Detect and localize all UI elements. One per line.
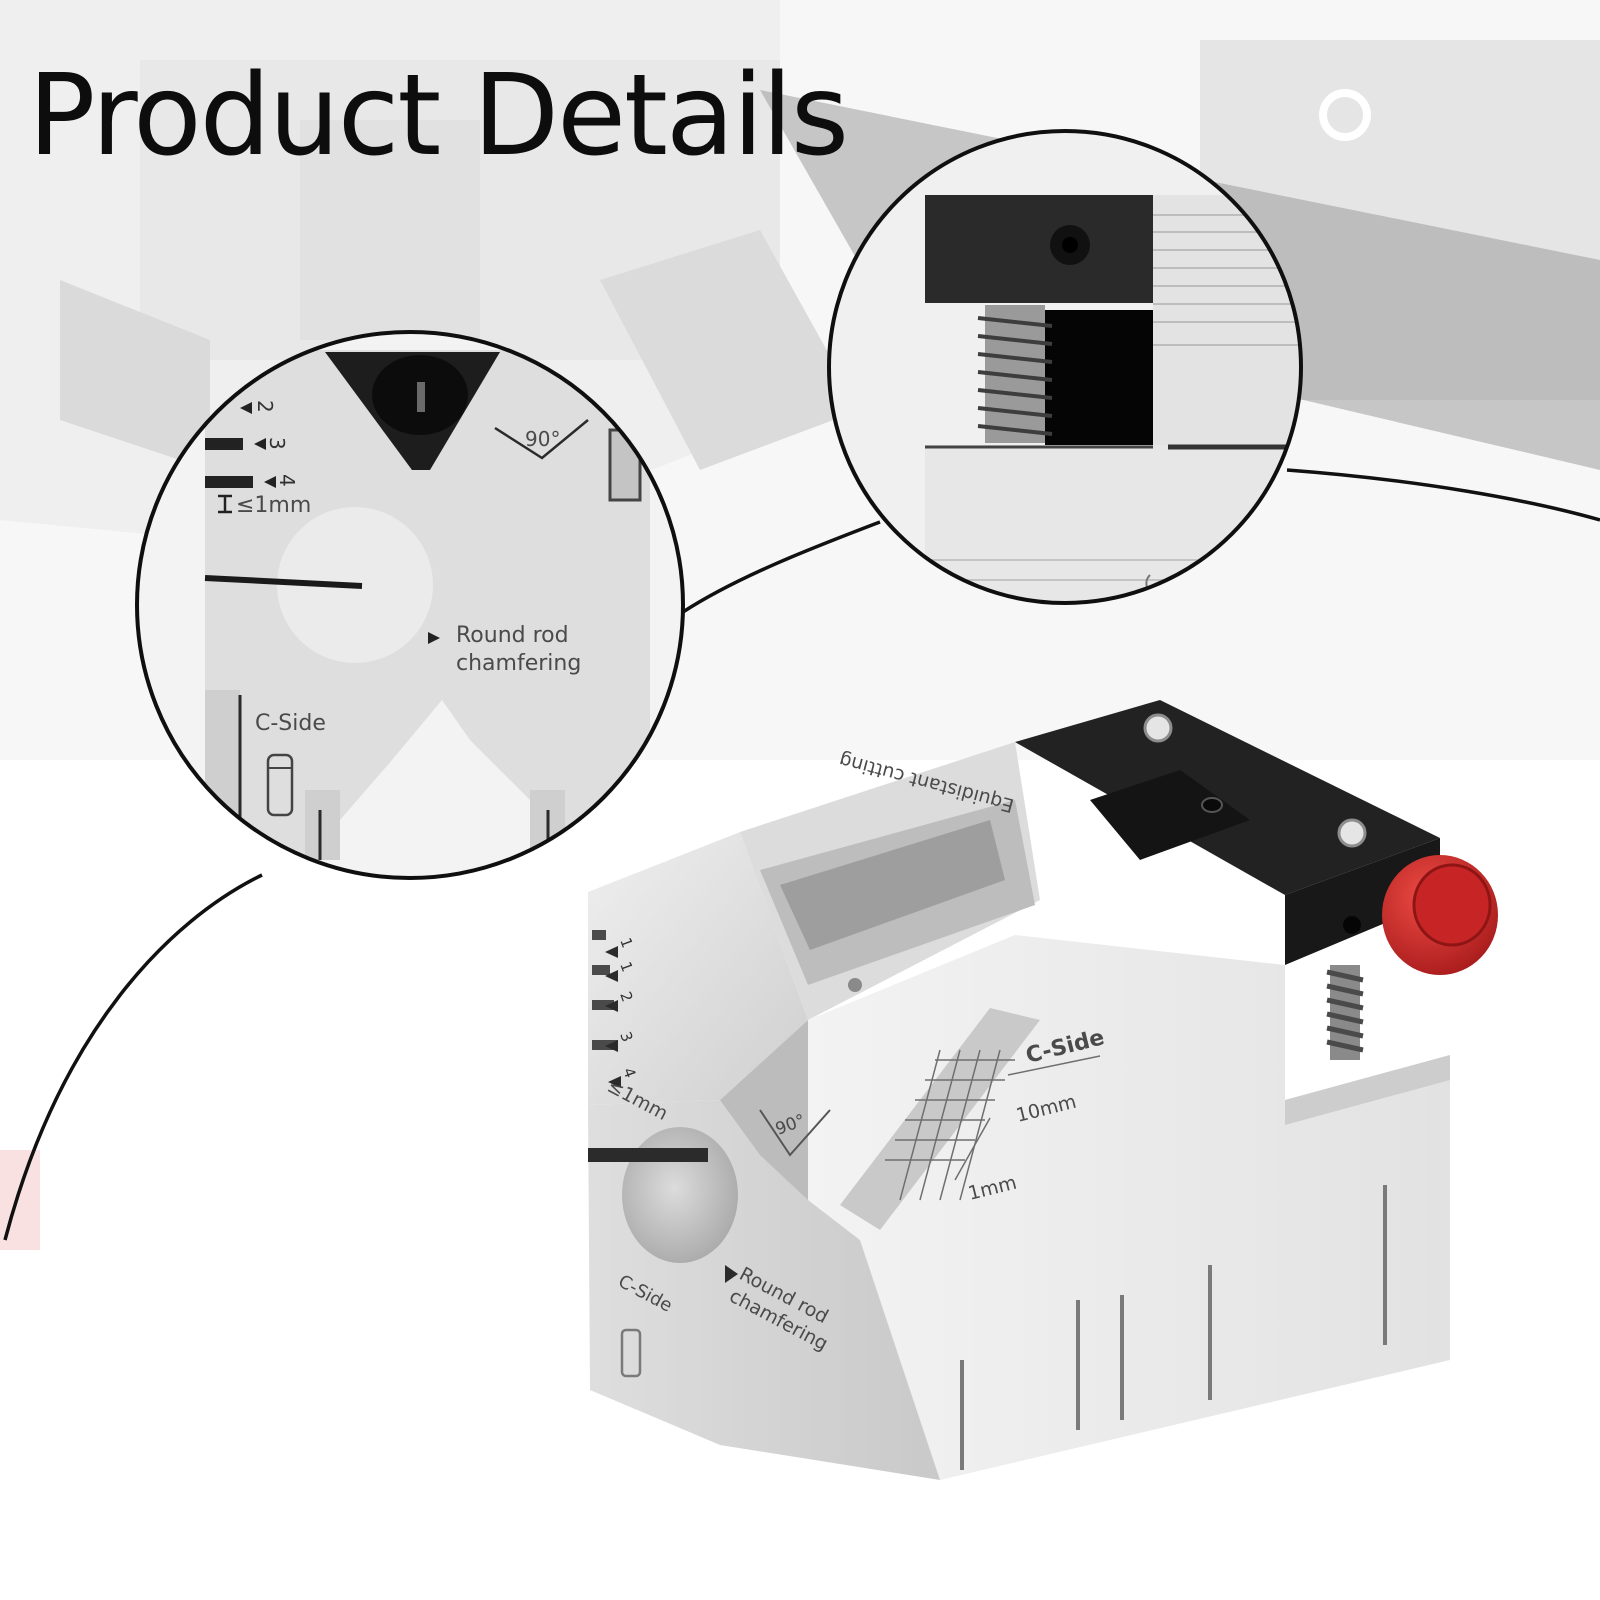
right-zoom-circle: [827, 129, 1303, 605]
scale-mark-1: 2: [253, 400, 277, 413]
zoom-feature-line1: Round rod: [456, 623, 569, 648]
zoom-min-gap: ≤1mm: [236, 493, 311, 518]
product-main: Equidistant cutting C-Side 10mm 1mm 90° …: [588, 700, 1498, 1480]
scale-mark-3: 4: [275, 474, 299, 487]
red-knob: [1382, 855, 1498, 975]
zoom-angle-label: 90°: [525, 427, 560, 451]
zoom-feature-line2: chamfering: [456, 651, 581, 676]
page-title: Product Details: [28, 51, 849, 181]
zoom-side-label: C-Side: [255, 711, 326, 736]
connector-curves: [3, 468, 1600, 1241]
left-zoom-circle: 90° ≤1mm Round rod chamfering C-Side 2 3 4: [135, 330, 685, 880]
scale-mark-2: 3: [265, 437, 289, 450]
zoom-scale-marks: 2 3 4: [253, 400, 299, 487]
